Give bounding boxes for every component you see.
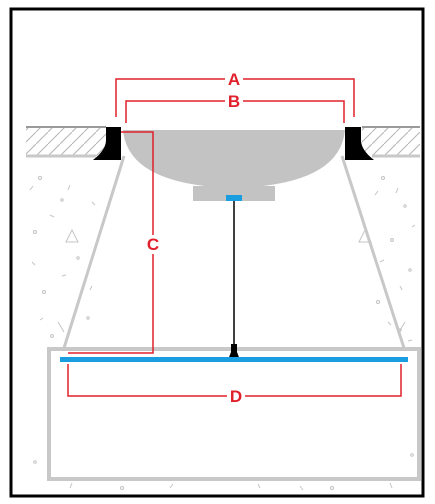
diagram-frame [9,7,425,498]
label-a: A [228,70,240,89]
fixture-body [123,130,345,201]
floor-surface [26,126,420,158]
trim-gasket [93,127,374,160]
dimension-c [68,131,154,354]
concrete-fill [29,176,416,491]
dimension-b [125,100,345,123]
cable [226,195,242,360]
mounting-plate [60,357,408,362]
dimension-d [67,364,402,397]
dimension-a [115,78,355,117]
label-c: C [147,235,159,254]
concrete-cone [62,155,406,349]
label-d: D [230,387,242,406]
label-b: B [228,92,240,111]
